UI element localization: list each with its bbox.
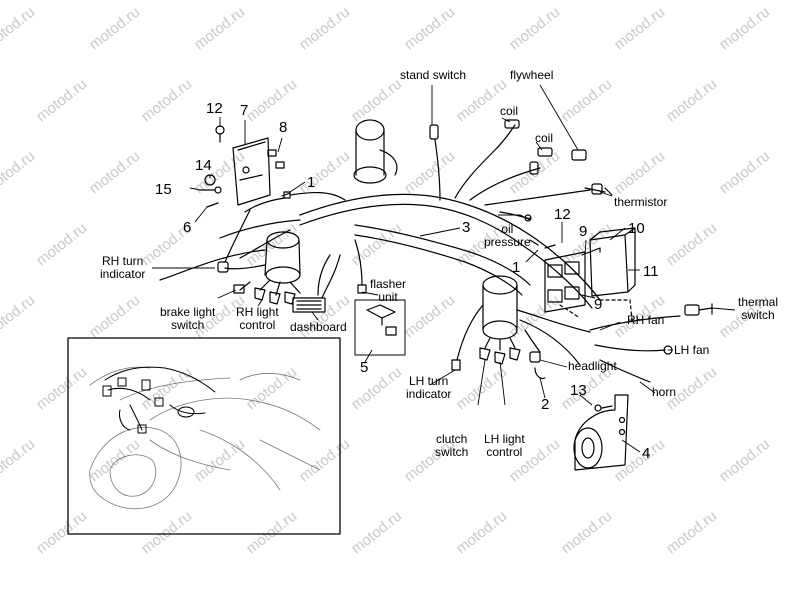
lh-turn-indicator-label: LH turn indicator [406,374,452,401]
flywheel-label: flywheel [510,68,554,82]
coil-label-lower: coil [535,131,554,145]
rh-turn-indicator-label: RH turn indicator [100,254,146,281]
brake-light-switch-label: brake light switch [160,305,216,332]
stand-switch-label: stand switch [400,68,467,82]
thermistor-label: thermistor [614,195,668,209]
part-number: 13 [570,382,587,399]
part-number: 8 [279,119,288,136]
part-number: 12 [206,100,223,117]
coil-label-upper: coil [500,104,519,118]
part-number: 9 [594,296,603,313]
part-number: 15 [155,181,172,198]
lh-fan-label: LH fan [674,343,710,357]
part-number: 6 [183,219,192,236]
thermal-switch-label: thermal switch [738,295,779,322]
lh-light-control-label: LH light control [484,432,525,459]
part-number: 3 [462,219,471,236]
rh-light-control-label: RH light control [236,305,279,332]
part-number: 4 [642,445,651,462]
oil-pressure-label: oil pressure [484,222,531,249]
horn-label: horn [652,385,677,399]
part-number: 1 [307,174,316,191]
part-number: 11 [643,263,659,280]
rh-fan-label: RH fan [627,313,665,327]
part-number: 5 [360,359,369,376]
headlight-label: headlight [568,359,617,373]
part-number: 14 [195,157,212,174]
part-number: 12 [554,206,571,223]
main-harness [299,193,601,301]
dashboard-label: dashboard [290,320,347,334]
part-number: 7 [240,102,249,119]
part-number: 2 [541,396,550,413]
clutch-switch-label: clutch switch [435,432,469,459]
flasher-unit-label: flasher unit [370,277,407,304]
part-number: 9 [579,223,588,240]
part-number: 10 [628,220,645,237]
part-number: 1 [512,259,521,276]
